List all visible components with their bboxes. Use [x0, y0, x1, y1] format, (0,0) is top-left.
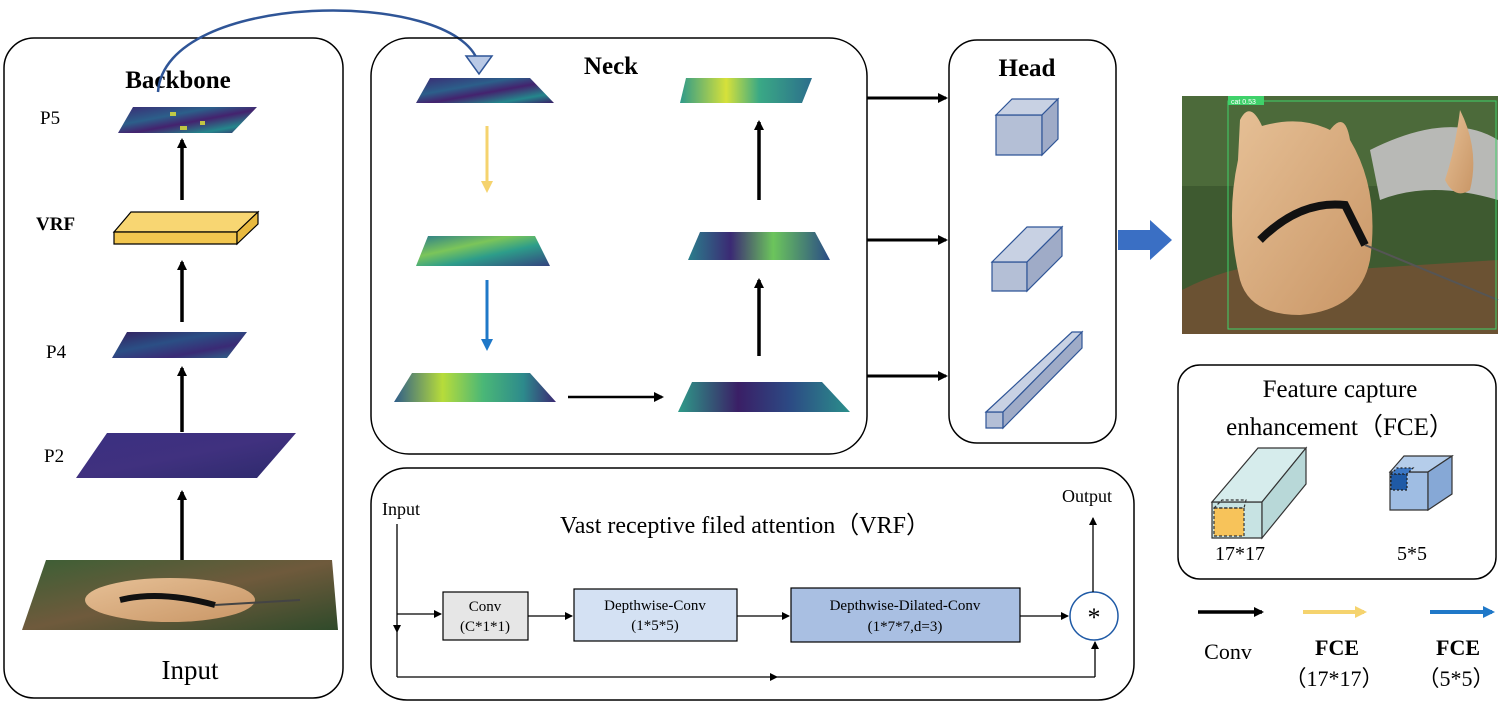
fce-panel: Feature capture enhancement（FCE） 17*17 5…: [1177, 364, 1497, 580]
neck-map-mid-right: [688, 232, 830, 260]
neck-map-mid-left: [416, 236, 550, 266]
backbone-frame: [3, 37, 344, 699]
fce-large-label: 17*17: [1215, 543, 1265, 565]
vrf-input-label: Input: [382, 499, 420, 519]
neck-map-top-right: [680, 78, 812, 103]
neck-map-bottom-left: [394, 373, 556, 402]
fce-title-line2: enhancement（FCE）: [1226, 413, 1454, 441]
neck-map-top-left: [416, 78, 554, 103]
detection-image: cat 0.53: [1182, 96, 1499, 334]
vrf-conv-line1: Conv: [469, 599, 502, 615]
vrf-skip-mid-arrowhead: [770, 673, 778, 681]
fce-small-kernel: [1388, 454, 1454, 512]
vrf-multiply-symbol: *: [1088, 603, 1101, 632]
vrf-conv-block: Conv (C*1*1): [442, 591, 529, 641]
p5-label: P5: [40, 108, 60, 129]
vrf-panel: Input Output Vast receptive filed attent…: [370, 467, 1135, 701]
legend-fce-small-title: FCE: [1436, 635, 1480, 660]
input-label: Input: [162, 655, 219, 685]
head-frame: [948, 39, 1117, 444]
vrf-dwconv-line2: (1*5*5): [631, 618, 679, 634]
vrf-output-label: Output: [1062, 486, 1112, 506]
vrf-block: [112, 210, 260, 246]
backbone-panel: Backbone P5 VRF P4 P2 Input: [3, 37, 344, 699]
head-panel: Head: [948, 39, 1117, 444]
curve-arrow-p5-to-neck: [156, 9, 480, 93]
p4-feature-map: [112, 332, 247, 358]
legend: Conv FCE （17*17） FCE （5*5）: [1198, 606, 1495, 691]
legend-fce-small-sub: （5*5）: [1417, 666, 1494, 691]
legend-conv-label: Conv: [1204, 639, 1252, 664]
vrf-dwconv-line1: Depthwise-Conv: [604, 598, 706, 614]
legend-fce-large-sub: （17*17）: [1284, 666, 1383, 691]
fce-large-kernel: [1210, 446, 1308, 540]
p2-label: P2: [44, 446, 64, 467]
vrf-dwconv-block: Depthwise-Conv (1*5*5): [573, 588, 738, 642]
p5-texture: [170, 112, 205, 130]
fce-frame: [1177, 364, 1497, 580]
head-title: Head: [999, 55, 1056, 82]
p2-feature-map: [76, 433, 296, 478]
curve-arrowhead: [464, 55, 494, 76]
detection-label: cat 0.53: [1231, 99, 1256, 106]
vrf-dilated-line1: Depthwise-Dilated-Conv: [830, 598, 981, 614]
neck-map-bottom-right: [678, 382, 850, 412]
fce-title-line1: Feature capture: [1263, 376, 1418, 403]
vrf-title: Vast receptive filed attention（VRF）: [560, 513, 930, 539]
vrf-label: VRF: [36, 214, 75, 235]
detection-bbox: [1227, 100, 1497, 330]
vrf-dilated-line2: (1*7*7,d=3): [868, 619, 943, 635]
input-image: [22, 560, 338, 630]
output-big-arrow: [1118, 220, 1172, 260]
vrf-multiply-node: [1069, 591, 1119, 641]
neck-title: Neck: [584, 53, 638, 80]
p5-feature-map: [118, 107, 257, 133]
vrf-frame: [370, 467, 1135, 701]
neck-frame: [370, 37, 868, 455]
vrf-conv-line2: (C*1*1): [460, 619, 510, 635]
p4-label: P4: [46, 342, 67, 363]
backbone-title: Backbone: [125, 67, 231, 94]
head-cube-long: [984, 330, 1084, 430]
fce-small-label: 5*5: [1397, 543, 1427, 565]
head-cube-large: [994, 97, 1060, 157]
neck-panel: Neck: [370, 37, 868, 455]
head-cube-medium: [990, 225, 1064, 293]
vrf-dilated-block: Depthwise-Dilated-Conv (1*7*7,d=3): [790, 587, 1021, 643]
legend-fce-large-title: FCE: [1315, 635, 1359, 660]
